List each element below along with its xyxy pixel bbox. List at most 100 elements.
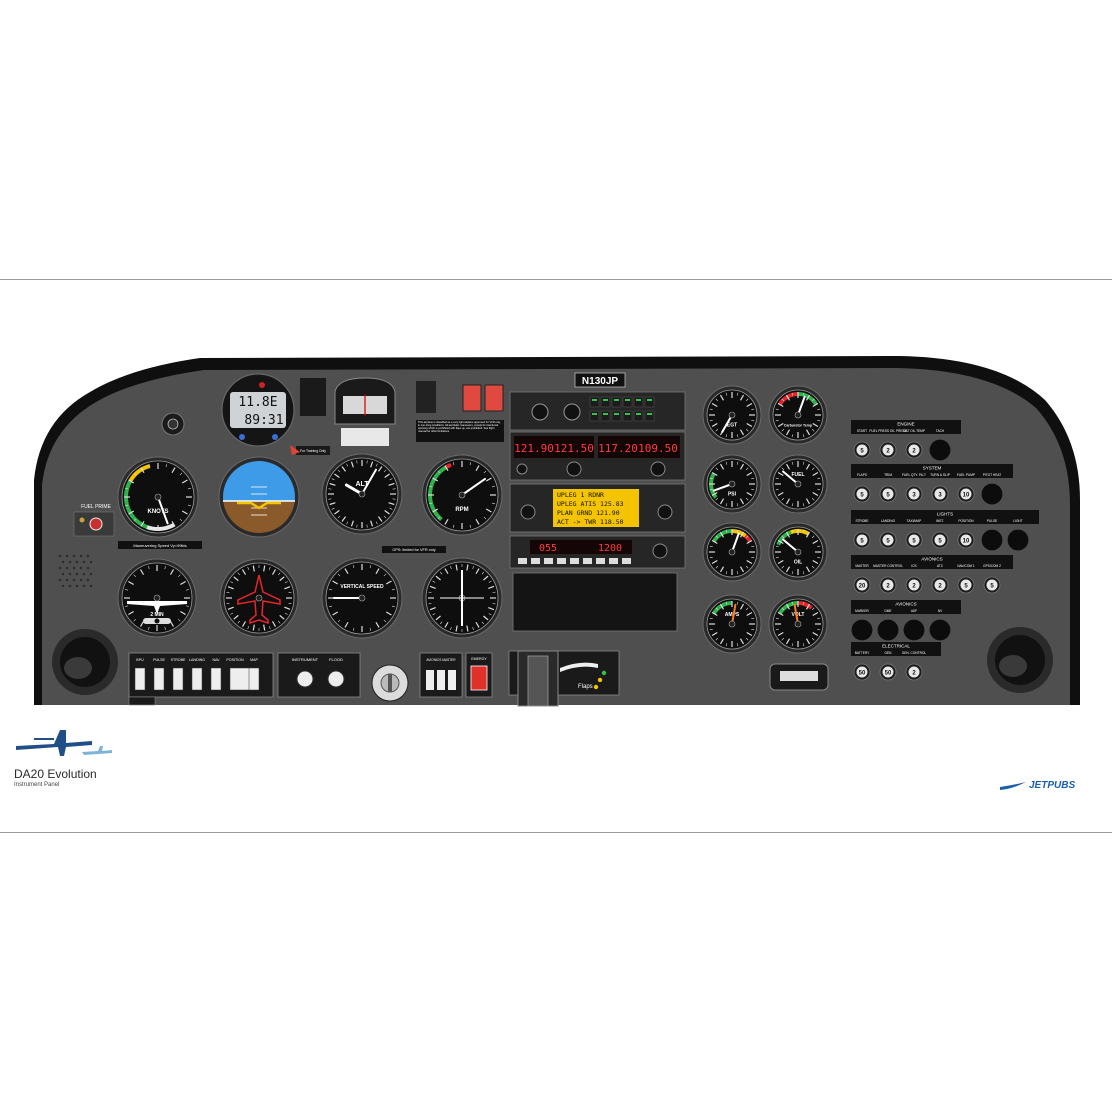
emergency-switch[interactable] (470, 665, 488, 691)
airspeed-indicator-label: KNOTS (148, 509, 169, 515)
left-air-vent[interactable] (52, 629, 118, 695)
breaker-label: ICS (911, 564, 916, 568)
instrument-dimmer-knob[interactable] (296, 670, 314, 688)
battery-master-switch[interactable] (437, 670, 445, 690)
circuit-breaker[interactable] (929, 619, 951, 641)
audio-select-button[interactable] (644, 396, 655, 408)
audio-select-button[interactable] (600, 396, 611, 408)
breaker-panel-title: ENGINE (897, 422, 914, 427)
right-air-vent[interactable] (987, 627, 1053, 693)
circuit-breaker[interactable] (1007, 529, 1029, 551)
circuit-breaker[interactable] (877, 619, 899, 641)
audio-select-button[interactable] (589, 396, 600, 408)
transponder-code-button[interactable] (531, 558, 540, 564)
audio-select-led (603, 399, 608, 401)
audio-select-led (614, 399, 619, 401)
com-frequency-knob[interactable] (566, 461, 582, 477)
breaker-panel-title: AVIONICS (895, 602, 916, 607)
audio-squelch-knob[interactable] (563, 403, 581, 421)
light-switch-pulse[interactable] (153, 667, 165, 691)
breaker-panel-title: AVIONICS (921, 557, 942, 562)
clock-button-2[interactable] (239, 434, 245, 440)
circuit-breaker-rating: 3 (912, 493, 916, 499)
ammeter: AMPS (702, 594, 762, 654)
circuit-breaker[interactable] (851, 619, 873, 641)
audio-select-button[interactable] (589, 410, 600, 422)
transponder-code-button[interactable] (596, 558, 605, 564)
fuel-prime-knob[interactable] (89, 517, 103, 531)
product-badge: DA20 Evolution Instrument Panel (14, 726, 134, 799)
master-caution-light[interactable] (462, 384, 482, 412)
ammeter-label: AMPS (725, 612, 740, 618)
avionics-master-switch[interactable] (426, 670, 434, 690)
fuel-prime-label: FUEL PRIME (81, 504, 111, 510)
transponder-code-button[interactable] (622, 558, 631, 564)
light-switch-nav[interactable] (210, 667, 222, 691)
transponder-code-button[interactable] (583, 558, 592, 564)
tachometer: RPM (421, 454, 503, 536)
light-switch-label: BPU (136, 658, 144, 662)
audio-select-button[interactable] (600, 410, 611, 422)
breaker-label: ADF (911, 609, 917, 613)
heading-indicator (219, 558, 299, 638)
breaker-label: FUEL PRESS OIL PRESS (869, 429, 906, 433)
clock-button-3[interactable] (272, 434, 278, 440)
audio-select-led (592, 399, 597, 401)
turn-airplane-symbol (127, 601, 187, 614)
publisher-badge: JETPUBS (1000, 780, 1090, 799)
gps-line-4: ACT -> TWR 118.50 (557, 518, 624, 526)
circuit-breaker-rating: 5 (938, 539, 942, 545)
audio-select-button[interactable] (633, 410, 644, 422)
light-switch-label: MAP (250, 658, 258, 662)
light-switch-strobe[interactable] (172, 667, 184, 691)
audio-select-button[interactable] (611, 410, 622, 422)
transponder-code-button[interactable] (570, 558, 579, 564)
light-switch-bpu[interactable] (134, 667, 146, 691)
light-switch-landing[interactable] (191, 667, 203, 691)
circuit-breaker[interactable] (981, 483, 1003, 505)
gps-note-text: GPS: limited for VFR only (392, 548, 435, 552)
compass-deviation-card (341, 428, 389, 446)
audio-volume-knob[interactable] (531, 403, 549, 421)
audio-select-button[interactable] (611, 396, 622, 408)
nav-frequency-knob[interactable] (650, 461, 666, 477)
audio-select-button[interactable] (622, 396, 633, 408)
breaker-label: FUEL QTY. PA-T (902, 473, 926, 477)
radio-power-knob[interactable] (516, 463, 528, 475)
gps-right-knob[interactable] (657, 504, 673, 520)
breaker-label: NV (938, 609, 943, 613)
circuit-breaker[interactable] (903, 619, 925, 641)
gps-line-2: UPLEG ATIS 125.83 (557, 500, 624, 508)
light-switch-position[interactable] (229, 667, 251, 691)
circuit-breaker[interactable] (981, 529, 1003, 551)
product-title: DA20 Evolution (14, 767, 97, 781)
transponder-code-button[interactable] (518, 558, 527, 564)
flap-lever[interactable] (517, 650, 559, 707)
audio-select-button[interactable] (644, 410, 655, 422)
light-switch-map[interactable] (248, 667, 260, 691)
ignition-switch[interactable] (371, 664, 409, 702)
audio-select-button[interactable] (633, 396, 644, 408)
transponder-knob[interactable] (652, 543, 668, 559)
com-standby-freq: 121.50 (554, 442, 594, 455)
clock-top-readout: 11.8E (238, 395, 277, 410)
clock-button-1[interactable] (259, 382, 265, 388)
master-warning-light[interactable] (484, 384, 504, 412)
circuit-breaker-rating: 5 (860, 539, 864, 545)
circuit-breaker[interactable] (929, 439, 951, 461)
audio-select-button[interactable] (622, 410, 633, 422)
transponder-code-button[interactable] (609, 558, 618, 564)
gps-left-knob[interactable] (520, 504, 536, 520)
fuel-pump-switch[interactable] (448, 670, 456, 690)
breaker-panel-title: SYSTEM (923, 466, 942, 471)
circuit-breaker-rating: 5 (886, 493, 890, 499)
copyright-fineprint (14, 790, 84, 799)
breaker-label: PULSE (987, 519, 997, 523)
nav-com-radio: 121.90 121.50 117.20 109.50 (509, 431, 686, 481)
breaker-label: FLAPS (857, 473, 867, 477)
transponder-code-button[interactable] (544, 558, 553, 564)
transponder-code-button[interactable] (557, 558, 566, 564)
flood-dimmer-knob[interactable] (327, 670, 345, 688)
